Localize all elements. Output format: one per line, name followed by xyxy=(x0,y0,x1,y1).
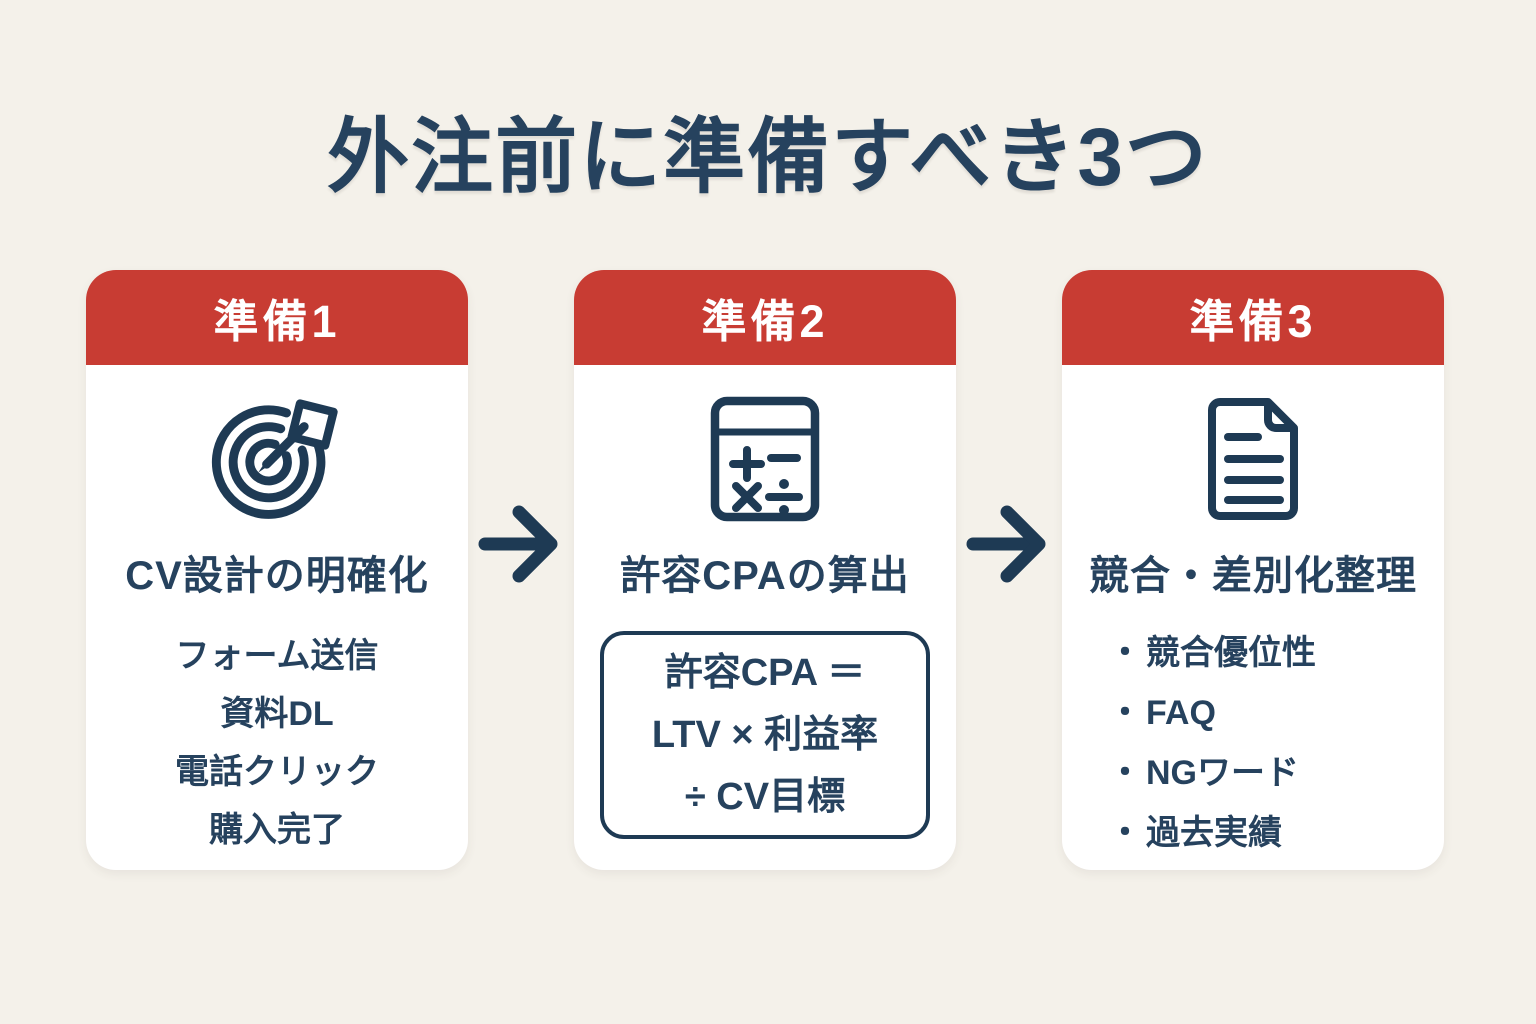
bullet-dot: ・ xyxy=(1108,814,1142,852)
page-title: 外注前に準備すべき3つ xyxy=(327,112,1209,203)
bullet-dot: ・ xyxy=(1108,754,1142,792)
list-item: ・ 競合優位性 xyxy=(1108,623,1316,683)
list-item: ・ FAQ xyxy=(1108,683,1316,743)
arrow-right-icon xyxy=(965,503,1053,590)
list-item-label: NGワード xyxy=(1146,754,1299,792)
card-2-header-label: 準備2 xyxy=(701,296,829,347)
list-item-label: 過去実績 xyxy=(1146,814,1282,852)
card-1-body: CV設計の明確化 フォーム送信 資料DL 電話クリック 購入完了 xyxy=(86,365,468,870)
list-item: ・ NGワード xyxy=(1108,743,1316,803)
card-preparation-3: 準備3 競合・差別化整理 ・ 競 xyxy=(1062,270,1444,870)
card-3-body: 競合・差別化整理 ・ 競合優位性 ・ FAQ ・ NGワード xyxy=(1062,365,1444,870)
card-2-header: 準備2 xyxy=(574,270,956,365)
list-item: ・ 過去実績 xyxy=(1108,803,1316,863)
formula-line: 許容CPA ＝ xyxy=(664,652,866,694)
cpa-formula-box: 許容CPA ＝ LTV × 利益率 ÷ CV目標 xyxy=(600,631,930,839)
card-1-header: 準備1 xyxy=(86,270,468,365)
card-1-title: CV設計の明確化 xyxy=(125,554,429,598)
card-1-header-label: 準備1 xyxy=(213,296,341,347)
cards-row: 準備1 CV設計の明確化 フォーム送信 資料DL xyxy=(86,270,1444,870)
list-item: 購入完了 xyxy=(209,811,345,849)
calculator-icon xyxy=(709,389,821,529)
bullet-dot: ・ xyxy=(1108,694,1142,732)
target-icon xyxy=(202,389,352,529)
card-preparation-2: 準備2 許容CPAの算出 許容 xyxy=(574,270,956,870)
arrow-right-icon xyxy=(477,503,565,590)
list-item: 資料DL xyxy=(220,695,334,733)
card-3-header: 準備3 xyxy=(1062,270,1444,365)
formula-line: LTV × 利益率 xyxy=(651,714,879,756)
differentiation-list: ・ 競合優位性 ・ FAQ ・ NGワード ・ 過去実績 xyxy=(1062,623,1316,863)
cv-types-list: フォーム送信 資料DL 電話クリック 購入完了 xyxy=(175,627,379,859)
formula-line: ÷ CV目標 xyxy=(684,776,846,818)
document-icon xyxy=(1194,389,1312,529)
card-2-body: 許容CPAの算出 許容CPA ＝ LTV × 利益率 ÷ CV目標 xyxy=(574,365,956,870)
list-item-label: 競合優位性 xyxy=(1146,634,1316,672)
list-item: 電話クリック xyxy=(175,753,379,791)
card-3-title: 競合・差別化整理 xyxy=(1089,554,1417,598)
list-item: フォーム送信 xyxy=(175,637,379,675)
bullet-dot: ・ xyxy=(1108,634,1142,672)
list-item-label: FAQ xyxy=(1146,694,1216,732)
card-preparation-1: 準備1 CV設計の明確化 フォーム送信 資料DL xyxy=(86,270,468,870)
card-2-title: 許容CPAの算出 xyxy=(620,554,910,598)
card-3-header-label: 準備3 xyxy=(1189,296,1317,347)
